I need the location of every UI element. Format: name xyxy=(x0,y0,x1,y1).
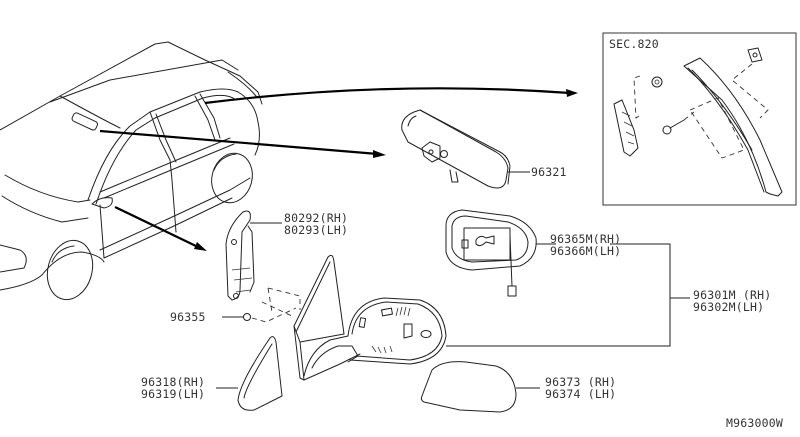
housing-cover xyxy=(420,361,540,413)
part-label-80293-lh: 80293(LH) xyxy=(284,223,349,237)
arrow-to-room-mirror xyxy=(99,129,379,156)
inner-cover xyxy=(216,336,283,411)
corner-finisher xyxy=(225,210,301,313)
part-label-96321: 96321 xyxy=(531,165,567,179)
callout-arrows xyxy=(99,87,578,251)
vehicle-illustration xyxy=(0,41,263,301)
sec820-inset xyxy=(602,32,797,206)
part-label-96373-rh: 96373 (RH) xyxy=(545,375,617,389)
mirror-glass xyxy=(445,209,556,297)
arrow-head-icon xyxy=(373,150,386,158)
part-label-96355: 96355 xyxy=(170,310,206,324)
door-mirror-body xyxy=(293,254,500,381)
part-label-96301m-rh: 96301M (RH) xyxy=(693,288,772,302)
room-mirror xyxy=(401,109,530,189)
figure-code: M963000W xyxy=(726,416,783,430)
section-ref-label: SEC.820 xyxy=(609,37,659,51)
part-label-80292-rh: 80292(RH) xyxy=(284,211,349,225)
arrow-head-icon xyxy=(194,242,207,251)
assembly-bracket xyxy=(500,243,690,347)
arrow-head-icon xyxy=(566,89,578,97)
part-label-96365m-rh: 96365M(RH) xyxy=(550,232,622,246)
part-label-96302m-lh: 96302M(LH) xyxy=(693,300,765,314)
part-label-96374-lh: 96374 (LH) xyxy=(545,387,617,401)
arrow-to-door-mirror xyxy=(114,206,199,248)
part-label-96366m-lh: 96366M(LH) xyxy=(550,244,622,258)
part-label-96319-lh: 96319(LH) xyxy=(141,387,206,401)
nut-96355 xyxy=(222,301,297,323)
arrow-to-pillar xyxy=(204,87,571,105)
part-label-96318-rh: 96318(RH) xyxy=(141,375,206,389)
